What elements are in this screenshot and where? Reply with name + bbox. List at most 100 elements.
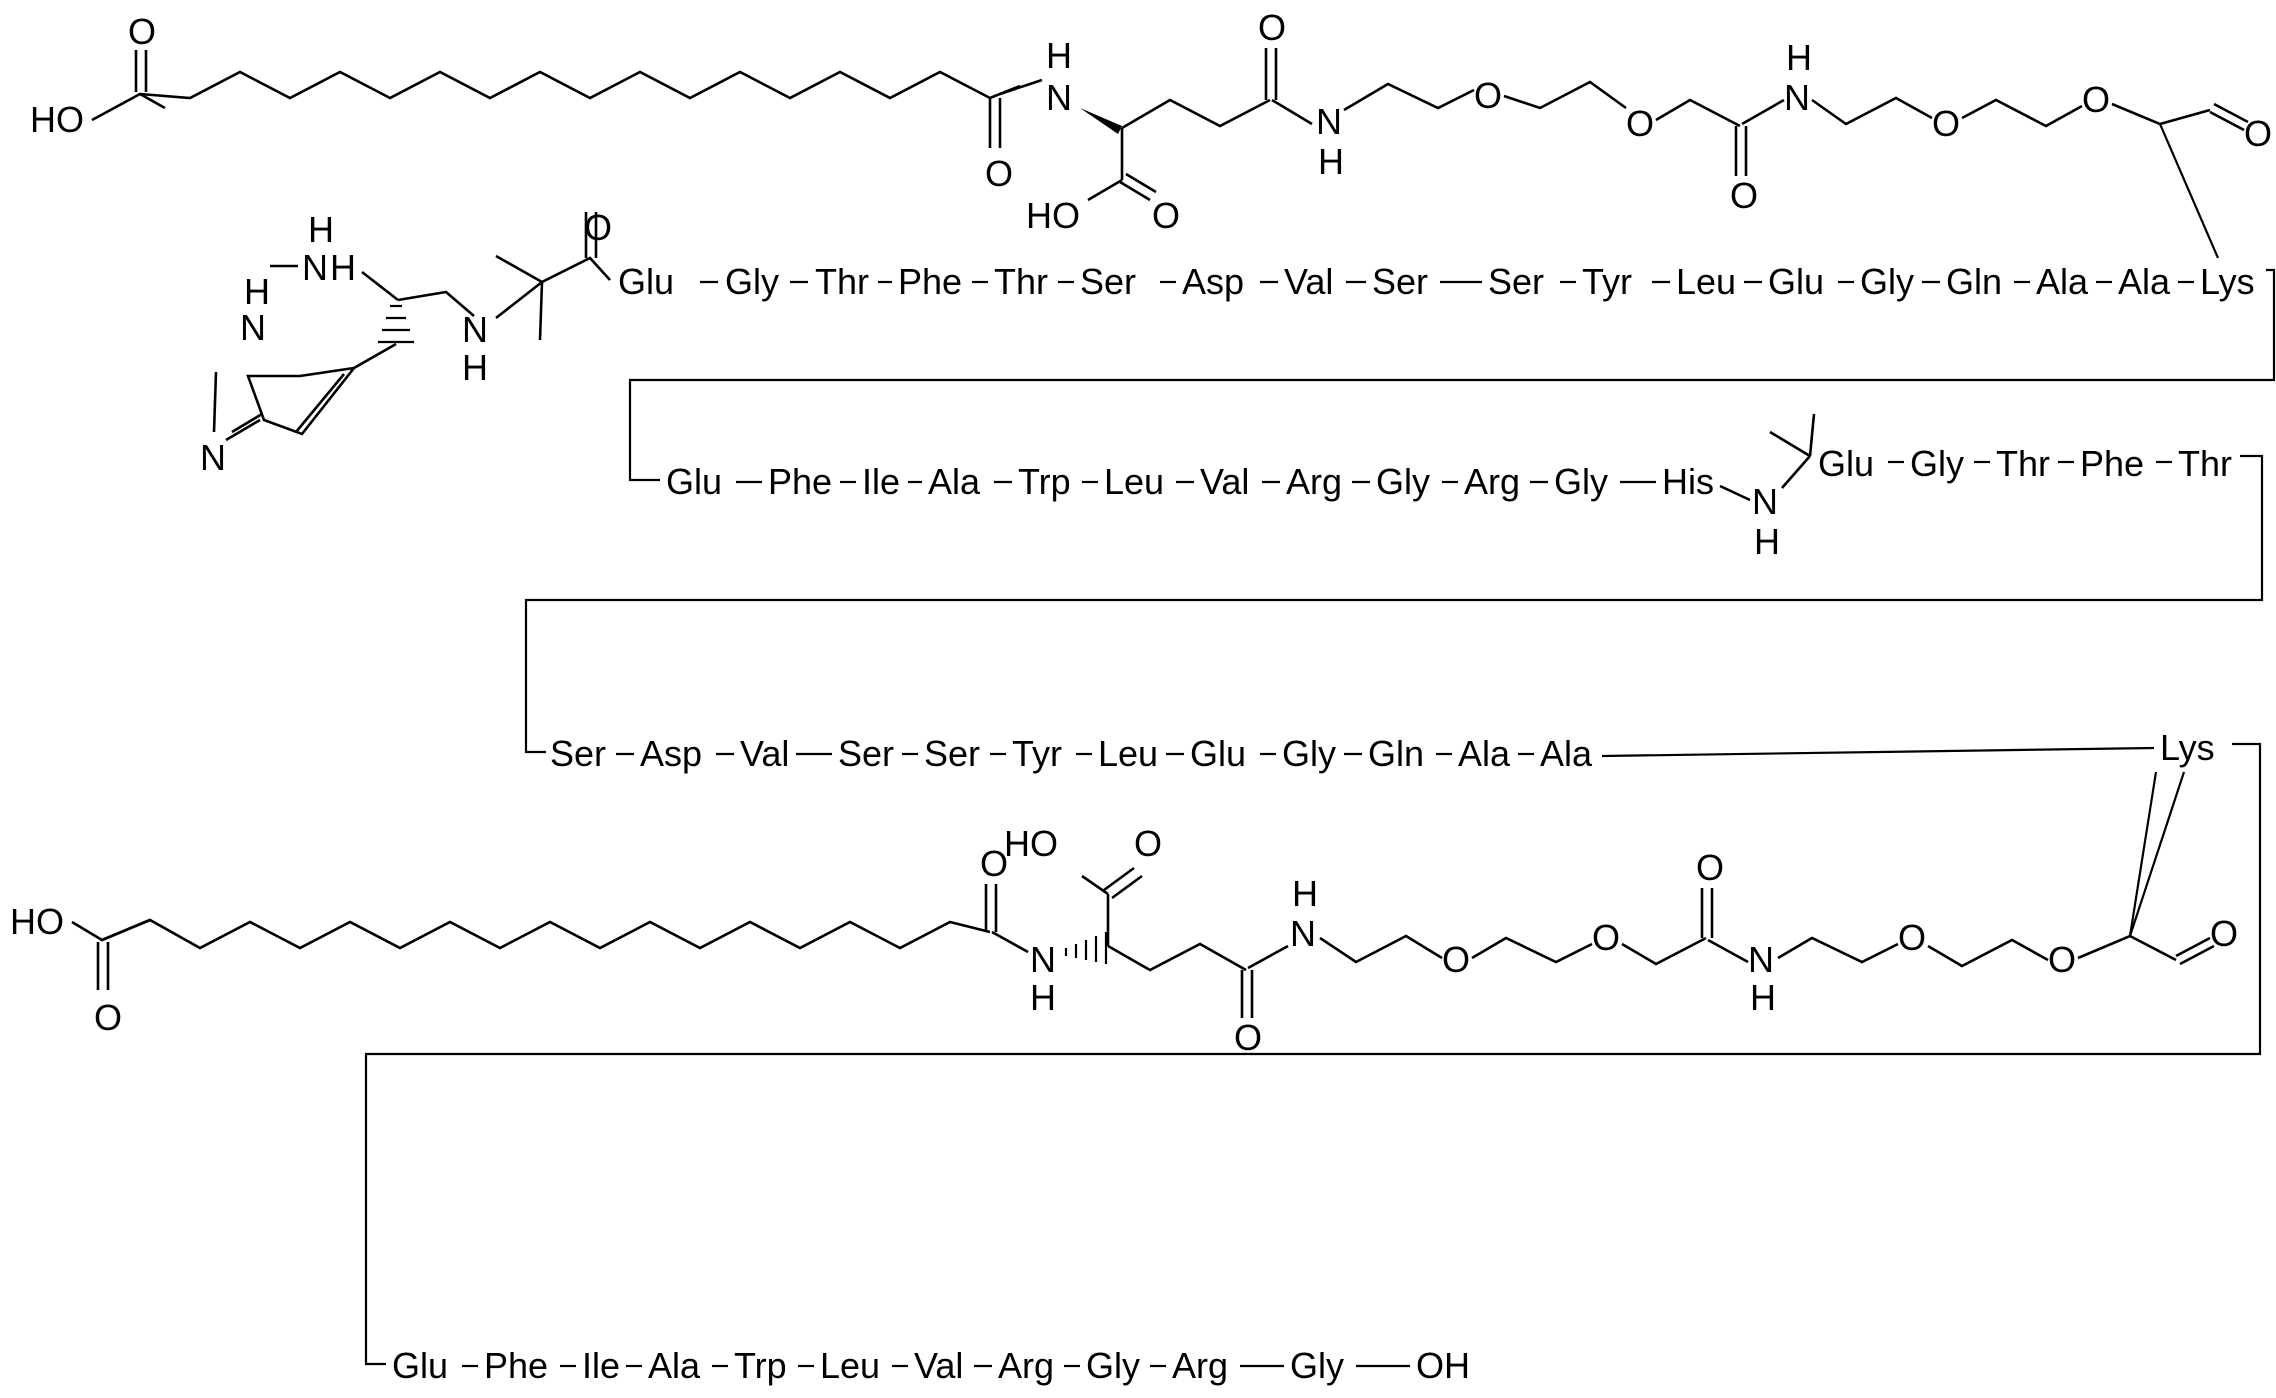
atom-o: O xyxy=(1234,1017,1262,1058)
residue-gly: Gly xyxy=(1290,1345,1344,1386)
atom-n: N xyxy=(1748,939,1774,980)
residue-asp: Asp xyxy=(1182,261,1244,302)
atom-n: N xyxy=(1784,77,1810,118)
residue-gly: Gly xyxy=(725,261,779,302)
atom-ho: HO xyxy=(30,99,84,140)
residue-val: Val xyxy=(740,733,789,774)
atom-h: H xyxy=(462,347,488,388)
atom-n: N xyxy=(1030,939,1056,980)
residue-ala: Ala xyxy=(2036,261,2089,302)
atom-o: O xyxy=(1696,847,1724,888)
atom-n: N xyxy=(1752,481,1778,522)
residue-trp: Trp xyxy=(1018,461,1071,502)
lipid-chain-top: HO O O N H HO O O N H O O xyxy=(30,7,2272,259)
atom-o: O xyxy=(1152,195,1180,236)
residue-gly: Gly xyxy=(1086,1345,1140,1386)
atom-o: O xyxy=(985,153,1013,194)
atom-h: H xyxy=(1030,977,1056,1018)
residue-asp: Asp xyxy=(640,733,702,774)
residue-gly: Gly xyxy=(1376,461,1430,502)
atom-h: H xyxy=(1754,521,1780,562)
residue-leu: Leu xyxy=(820,1345,880,1386)
atom-n: N xyxy=(1046,77,1072,118)
atom-o: O xyxy=(128,11,156,52)
atom-h: H xyxy=(1750,977,1776,1018)
residue-ala: Ala xyxy=(1458,733,1511,774)
residue-gly: Gly xyxy=(1282,733,1336,774)
residue-ile: Ile xyxy=(862,461,900,502)
atom-o: O xyxy=(1626,103,1654,144)
atom-h: H xyxy=(1318,141,1344,182)
atom-o: O xyxy=(1730,175,1758,216)
residue-thr: Thr xyxy=(994,261,1048,302)
residue-ala: Ala xyxy=(928,461,981,502)
residue-val: Val xyxy=(1200,461,1249,502)
atom-h: H xyxy=(1292,873,1318,914)
residue-arg: Arg xyxy=(1286,461,1342,502)
lipid-chain-bottom: HO O O N H HO O O N H xyxy=(10,771,2238,1058)
residue-glu: Glu xyxy=(1768,261,1824,302)
residue-thr: Thr xyxy=(2178,443,2232,484)
atom-h: H xyxy=(330,247,356,288)
peptide-row-2: Glu Phe Ile Ala Trp Leu Val Arg Gly Arg … xyxy=(666,413,2232,562)
residue-glu: Glu xyxy=(1190,733,1246,774)
residue-glu: Glu xyxy=(666,461,722,502)
residue-ser: Ser xyxy=(838,733,894,774)
n-terminal-cap: H N H H N H O N N xyxy=(200,207,612,478)
atom-o: O xyxy=(1134,823,1162,864)
atom-o: O xyxy=(2082,79,2110,120)
atom-n: N xyxy=(200,437,226,478)
atom-h: H xyxy=(1786,37,1812,78)
atom-o: O xyxy=(1442,939,1470,980)
residue-leu: Leu xyxy=(1098,733,1158,774)
residue-tyr: Tyr xyxy=(1012,733,1062,774)
residue-thr: Thr xyxy=(1996,443,2050,484)
residue-arg: Arg xyxy=(1464,461,1520,502)
atom-h: H xyxy=(244,271,270,312)
residue-ala: Ala xyxy=(1540,733,1593,774)
atom-n: N xyxy=(1290,913,1316,954)
peptide-row-4: Glu Phe Ile Ala Trp Leu Val Arg Gly Arg … xyxy=(392,1345,1470,1386)
residue-gly: Gly xyxy=(1554,461,1608,502)
residue-lys: Lys xyxy=(2160,727,2215,768)
atom-o: O xyxy=(584,207,612,248)
residue-val: Val xyxy=(914,1345,963,1386)
residue-ala: Ala xyxy=(648,1345,701,1386)
residue-trp: Trp xyxy=(734,1345,787,1386)
atom-ho: HO xyxy=(1004,823,1058,864)
peptide-row-1: Glu Gly Thr Phe Thr Ser Asp Val Ser Ser … xyxy=(618,261,2255,302)
residue-ser: Ser xyxy=(1488,261,1544,302)
residue-val: Val xyxy=(1284,261,1333,302)
residue-ser: Ser xyxy=(550,733,606,774)
residue-gln: Gln xyxy=(1946,261,2002,302)
residue-glu: Glu xyxy=(618,261,674,302)
residue-lys: Lys xyxy=(2200,261,2255,302)
residue-gly: Gly xyxy=(1860,261,1914,302)
atom-n: N xyxy=(240,307,266,348)
residue-ile: Ile xyxy=(582,1345,620,1386)
residue-ser: Ser xyxy=(1372,261,1428,302)
atom-o: O xyxy=(1592,917,1620,958)
atom-n: N xyxy=(1316,101,1342,142)
residue-phe: Phe xyxy=(484,1345,548,1386)
atom-n: N xyxy=(462,309,488,350)
atom-o: O xyxy=(980,843,1008,884)
residue-gly: Gly xyxy=(1910,443,1964,484)
atom-n: N xyxy=(302,247,328,288)
atom-o: O xyxy=(1898,917,1926,958)
residue-gln: Gln xyxy=(1368,733,1424,774)
residue-phe: Phe xyxy=(898,261,962,302)
residue-thr: Thr xyxy=(815,261,869,302)
atom-o: O xyxy=(2244,113,2272,154)
atom-h: H xyxy=(308,209,334,250)
atom-o: O xyxy=(2210,913,2238,954)
residue-ser: Ser xyxy=(924,733,980,774)
residue-glu: Glu xyxy=(1818,443,1874,484)
chain-connector xyxy=(364,742,2262,1366)
atom-ho: HO xyxy=(1026,195,1080,236)
residue-leu: Leu xyxy=(1676,261,1736,302)
residue-glu: Glu xyxy=(392,1345,448,1386)
residue-his: His xyxy=(1662,461,1714,502)
